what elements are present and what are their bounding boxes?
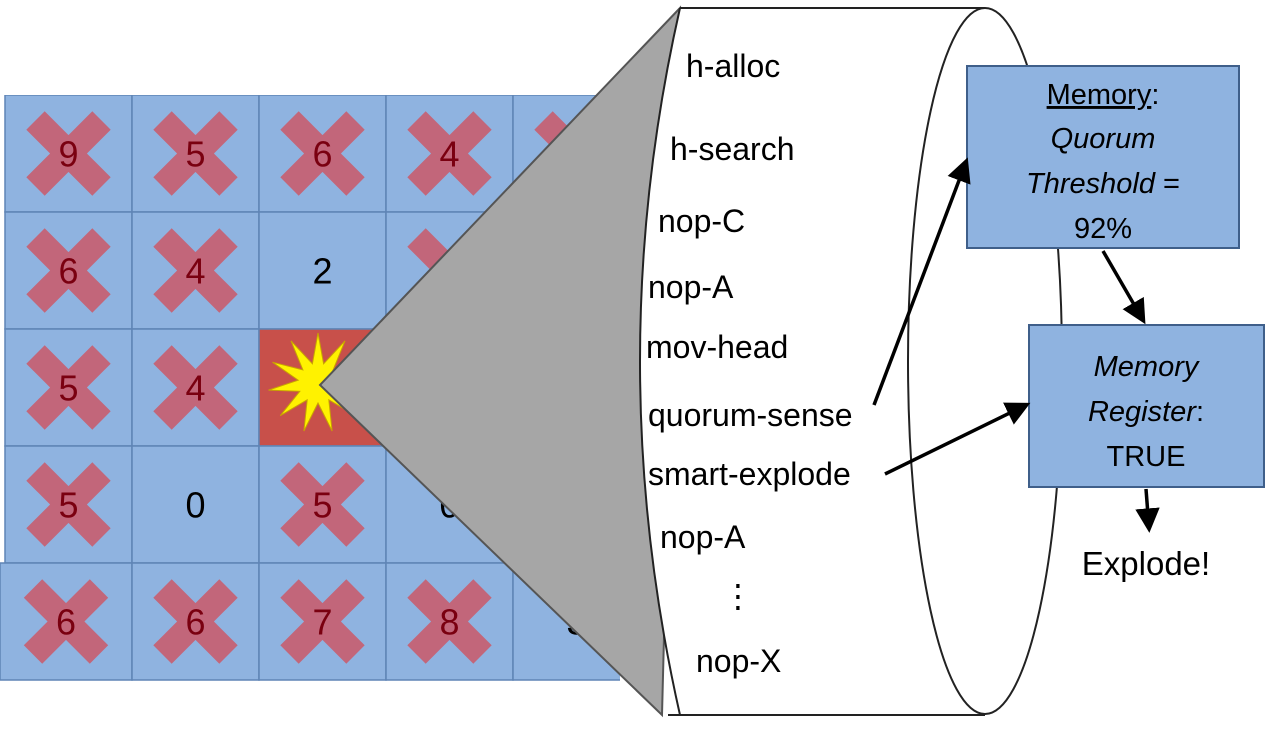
arrow-memory-to-register [1101, 250, 1146, 325]
arrow-smart-explode-to-register [884, 402, 1031, 476]
dead-x-icon [23, 579, 109, 664]
grid-cell: 4 [131, 328, 260, 447]
arrow-quorum-sense-to-memory [872, 157, 971, 406]
dead-x-icon [407, 579, 492, 664]
cylinder-body [640, 8, 980, 715]
register-box-line2: Register: [1088, 396, 1204, 428]
register-box-line3: TRUE [1107, 441, 1186, 473]
grid-cell: 6 [0, 562, 133, 681]
genome-instruction-list: h-alloc h-search nop-C nop-A mov-head quorum-… [646, 48, 853, 679]
dead-x-icon [26, 228, 111, 313]
dead-x-icon [153, 111, 238, 196]
genome-instruction: quorum-sense [648, 397, 853, 433]
cell-count: 9 [58, 134, 78, 175]
dead-x-icon [280, 462, 365, 547]
dead-x-icon [280, 579, 365, 664]
dead-x-icon [153, 579, 238, 664]
memory-box-line3: Threshold = [1026, 168, 1180, 200]
genome-instruction: nop-A [660, 519, 746, 555]
register-box-line1: Memory [1094, 351, 1200, 383]
grid-cell: 2 [258, 211, 387, 330]
grid-cell: 5 [4, 445, 133, 564]
cell-count: 6 [58, 251, 78, 292]
cell-count: 4 [185, 368, 205, 409]
cell-count: 5 [312, 485, 332, 526]
genome-instruction: ⋮ [722, 578, 754, 614]
grid-cell: 5 [131, 95, 260, 213]
grid-cell: 6 [131, 562, 260, 681]
grid-cell: 9 [4, 95, 133, 213]
grid-cell: 8 [385, 562, 514, 681]
grid-cell: 4 [385, 95, 514, 213]
cell-count: 4 [439, 134, 459, 175]
cell-count: 6 [312, 134, 332, 175]
genome-instruction: nop-C [658, 203, 745, 239]
cell-count: 0 [185, 485, 205, 526]
dead-x-icon [26, 111, 111, 196]
grid-cell: 4 [131, 211, 260, 330]
memory-box: Memory: Quorum Threshold = 92% [966, 65, 1240, 249]
cell-count: 4 [185, 251, 205, 292]
grid-cell: 5 [4, 328, 133, 447]
cell-count: 6 [185, 602, 205, 643]
grid-cell: 0 [131, 445, 260, 564]
cell-count: 2 [312, 251, 332, 292]
genome-instruction: h-alloc [686, 48, 780, 84]
cell-count: 7 [312, 602, 332, 643]
dead-x-icon [153, 228, 238, 313]
memory-register-box: Memory Register: TRUE [1028, 324, 1265, 488]
arrow-register-to-explode [1135, 488, 1160, 533]
genome-instruction: mov-head [646, 329, 788, 365]
dead-x-icon [280, 111, 365, 196]
grid-cell: 6 [258, 95, 387, 213]
cell-count: 5 [185, 134, 205, 175]
grid-cell: 6 [4, 211, 133, 330]
genome-instruction: nop-A [648, 269, 734, 305]
genome-instruction: nop-X [696, 643, 781, 679]
cell-count: 6 [56, 602, 76, 643]
dead-x-icon [26, 345, 111, 430]
cell-count: 5 [58, 485, 78, 526]
cell-count: 5 [58, 368, 78, 409]
memory-box-line2: Quorum [1051, 123, 1156, 155]
dead-x-icon [407, 111, 492, 196]
explode-result-label: Explode! [1082, 545, 1210, 582]
grid-cell: 7 [258, 562, 387, 681]
dead-x-icon [153, 345, 238, 430]
grid-cell-bg [258, 211, 387, 330]
genome-instruction: h-search [670, 131, 795, 167]
memory-box-heading: Memory: [1047, 79, 1160, 111]
grid-cell: 5 [258, 445, 387, 564]
memory-box-line4: 92% [1074, 213, 1132, 245]
cylinder-left-edge [639, 7, 681, 716]
genome-instruction: smart-explode [648, 456, 851, 492]
dead-x-icon [26, 462, 111, 547]
cell-count: 8 [439, 602, 459, 643]
